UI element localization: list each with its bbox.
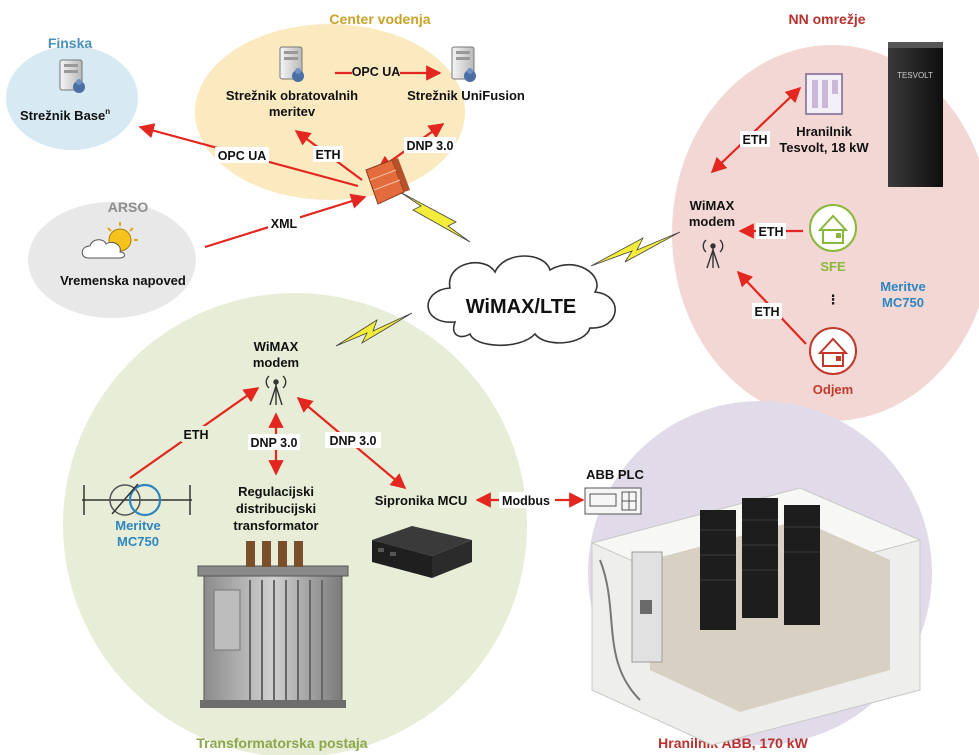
label-dots: ⋮	[827, 292, 840, 307]
zone-arso	[28, 202, 196, 318]
abb-battery-container-image	[590, 487, 922, 746]
label-abb-plc: ABB PLC	[586, 467, 644, 482]
label-wimax-tp-2: modem	[253, 355, 299, 370]
wimax-lte-cloud: WiMAX/LTE	[427, 255, 616, 347]
label-streznik-obr-1: Strežnik obratovalnih	[226, 88, 358, 103]
wimax-tp-antenna-icon	[265, 375, 287, 406]
server-base-icon	[59, 59, 85, 93]
tesvolt-brand-label: TESVOLT	[897, 71, 933, 80]
zone-title-hranilnik-abb: Hranilnik ABB, 170 kW	[658, 735, 808, 751]
label-streznik-unifusion: Strežnik UniFusion	[407, 88, 525, 103]
edge-label-eth-tesvolt: ETH	[743, 133, 768, 147]
label-wimax-nn-1: WiMAX	[690, 198, 735, 213]
edge-label-eth-sfe: ETH	[759, 225, 784, 239]
firewall-icon	[365, 158, 410, 205]
edge-label-eth-odjem: ETH	[755, 305, 780, 319]
label-reg-2: distribucijski	[236, 501, 316, 516]
tesvolt-cabinet-image: TESVOLT	[888, 42, 943, 187]
weather-icon	[81, 222, 138, 259]
server-unifusion-icon	[451, 46, 476, 82]
label-streznik-obr-2: meritev	[269, 104, 316, 119]
node-labels: Strežnik Basen Strežnik obratovalnih mer…	[20, 88, 926, 549]
zone-center-vodenja	[195, 24, 465, 200]
transformer-image	[197, 541, 349, 708]
zone-title-transformatorska: Transformatorska postaja	[196, 735, 367, 751]
sipronika-device-image	[372, 526, 472, 578]
zone-title-arso: ARSO	[108, 199, 149, 215]
wimax-nn-antenna-icon	[702, 239, 724, 269]
zone-title-nn: NN omrežje	[788, 11, 865, 27]
label-meritve-tp-1: Meritve	[115, 518, 161, 533]
edge-label-eth-center: ETH	[316, 148, 341, 162]
sfe-house-icon	[809, 204, 857, 252]
label-hranilnik-tesvolt-1: Hranilnik	[796, 124, 852, 139]
lightning-center-icon	[399, 191, 471, 243]
wireless-link-icons	[335, 191, 681, 347]
label-meritve-nn-2: MC750	[882, 295, 924, 310]
edge-eth-tesvolt	[710, 86, 802, 174]
abb-plc-icon	[584, 487, 642, 515]
cloud-label: WiMAX/LTE	[466, 296, 577, 318]
label-streznik-base: Strežnik Basen	[20, 107, 110, 123]
zone-title-finska: Finska	[48, 35, 93, 51]
lightning-tp-icon	[335, 312, 413, 347]
label-sipronika: Sipronika MCU	[375, 493, 467, 508]
label-sfe: SFE	[820, 259, 846, 274]
label-hranilnik-tesvolt-2: Tesvolt, 18 kW	[779, 140, 869, 155]
measurement-symbol-icon	[82, 483, 192, 517]
edge-label-xml: XML	[271, 217, 298, 231]
label-meritve-nn-1: Meritve	[880, 279, 926, 294]
zone-transformatorska	[63, 293, 527, 755]
zone-title-center: Center vodenja	[329, 11, 430, 27]
edge-label-eth-tp: ETH	[184, 428, 209, 442]
tesvolt-device-icon	[805, 73, 843, 115]
label-odjem: Odjem	[813, 382, 853, 397]
edge-label-opcua-top: OPC UA	[352, 65, 401, 79]
server-obratovalnih-icon	[279, 46, 304, 82]
label-meritve-tp-2: MC750	[117, 534, 159, 549]
edge-label-dnp-center: DNP 3.0	[406, 139, 453, 153]
edge-label-modbus: Modbus	[502, 494, 550, 508]
zone-finska	[6, 46, 138, 150]
label-wimax-nn-2: modem	[689, 214, 735, 229]
odjem-house-icon	[809, 327, 857, 375]
edge-labels: OPC UA ETH DNP 3.0 OPC UA XML ETH ETH ET…	[181, 63, 786, 508]
edge-label-dnp-tp-2: DNP 3.0	[329, 434, 376, 448]
lightning-nn-icon	[590, 231, 681, 267]
label-reg-1: Regulacijski	[238, 484, 314, 499]
label-vremenska: Vremenska napoved	[60, 273, 186, 288]
edge-label-dnp-tp-1: DNP 3.0	[250, 436, 297, 450]
edge-label-opcua-left: OPC UA	[218, 149, 267, 163]
label-wimax-tp-1: WiMAX	[254, 339, 299, 354]
label-reg-3: transformator	[233, 518, 318, 533]
